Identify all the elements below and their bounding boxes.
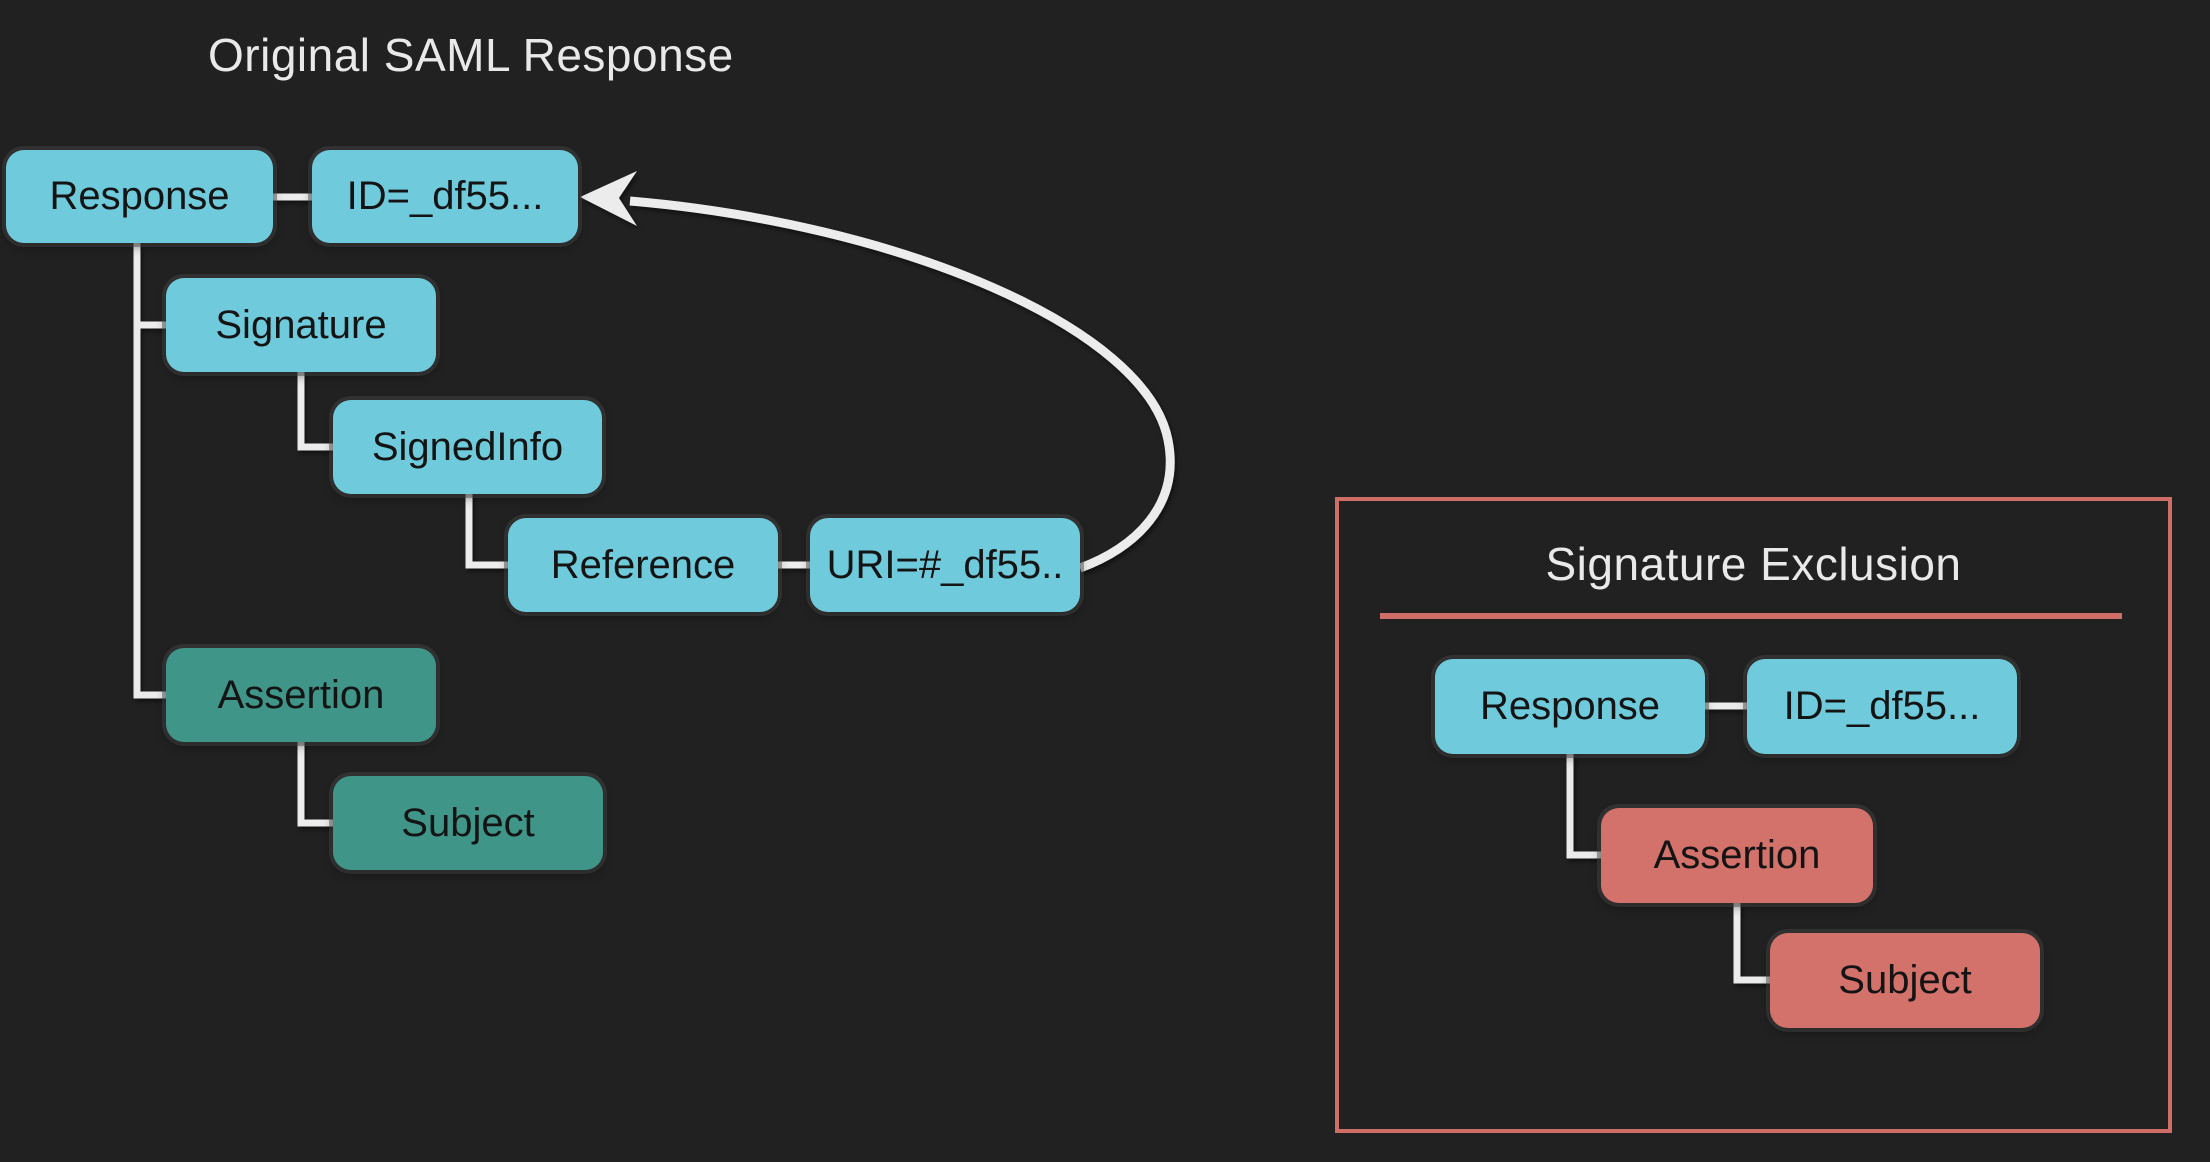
- node-assertion: Assertion: [166, 648, 436, 742]
- signature-exclusion-panel: Signature Exclusion: [1335, 497, 2172, 1133]
- node-subject-label: Subject: [401, 800, 535, 845]
- connector-assertion-subject: [297, 742, 333, 827]
- node-response: Response: [6, 150, 273, 243]
- connector-signature-signedinfo: [297, 372, 333, 451]
- signature-exclusion-panel-title: Signature Exclusion: [1545, 538, 1962, 590]
- uri-to-id-arrowhead-icon: [580, 171, 637, 226]
- node-response-label: Response: [49, 174, 230, 218]
- panel-node-subject-label: Subject: [1838, 958, 1972, 1002]
- panel-node-id-attribute: ID=_df55...: [1747, 659, 2017, 754]
- node-uri-attribute-label: URI=#_df55..: [826, 542, 1064, 587]
- node-id-attribute-label: ID=_df55...: [346, 174, 544, 218]
- panel-node-id-attribute-label: ID=_df55...: [1783, 684, 1981, 728]
- panel-node-response: Response: [1435, 659, 1705, 754]
- panel-node-response-label: Response: [1479, 684, 1661, 728]
- node-uri-attribute: URI=#_df55..: [810, 518, 1080, 612]
- panel-node-assertion-label: Assertion: [1653, 833, 1821, 877]
- node-reference-label: Reference: [550, 542, 736, 587]
- panel-node-subject: Subject: [1770, 933, 2040, 1028]
- panel-node-assertion: Assertion: [1601, 808, 1873, 903]
- connector-signedinfo-reference: [465, 494, 508, 569]
- left-diagram-title: Original SAML Response: [208, 29, 734, 81]
- connector-response-trunk: [133, 243, 166, 699]
- node-reference: Reference: [508, 518, 778, 612]
- uri-to-id-arrow-curve: [629, 196, 1175, 573]
- node-id-attribute: ID=_df55...: [312, 150, 578, 243]
- node-signature-label: Signature: [215, 302, 387, 347]
- node-signedinfo: SignedInfo: [333, 400, 602, 494]
- node-assertion-label: Assertion: [217, 672, 385, 717]
- node-signedinfo-label: SignedInfo: [371, 424, 564, 469]
- node-signature: Signature: [166, 278, 436, 372]
- node-subject: Subject: [333, 776, 603, 870]
